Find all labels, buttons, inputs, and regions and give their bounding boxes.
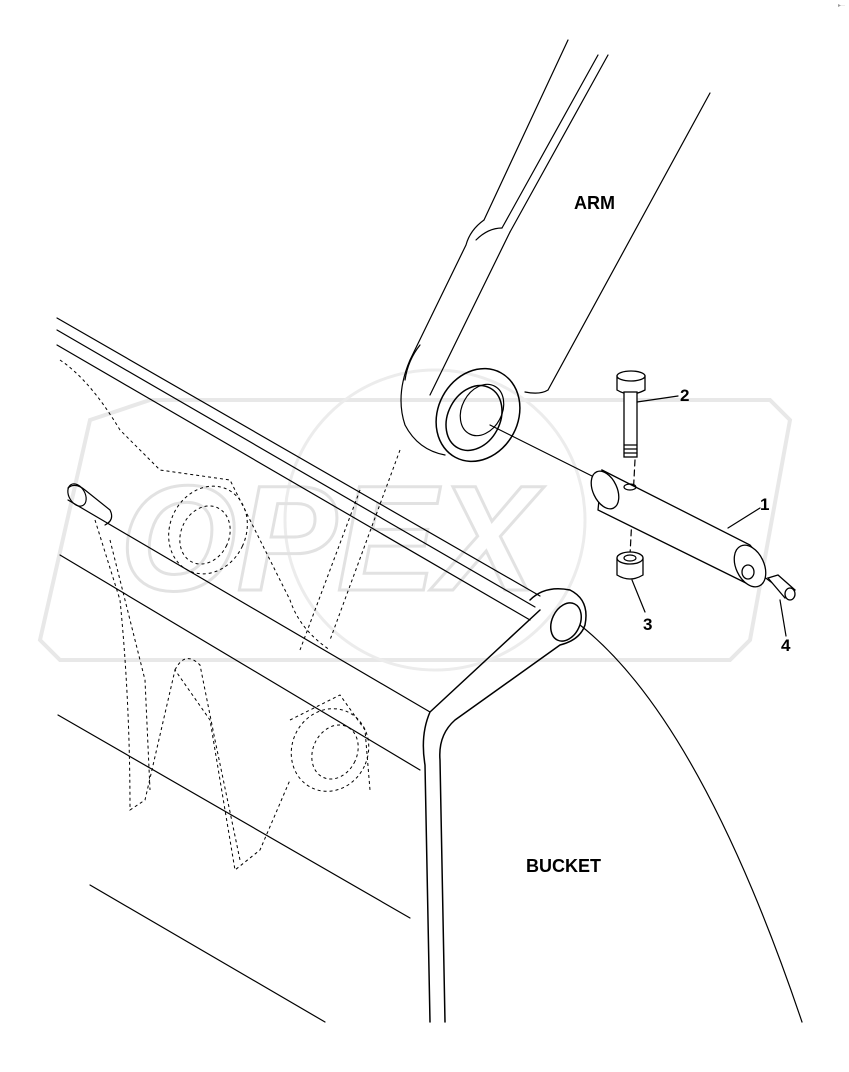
arm-label: ARM [574,193,615,213]
callout-4: 4 [781,636,791,655]
callout-3: 3 [643,615,652,634]
bolt-part [616,370,646,458]
grease-fitting-part [766,574,797,601]
hidden-lines [59,359,401,871]
watermark-text: OPEX [120,454,545,622]
callout-2: 2 [680,386,689,405]
corner-mark-icon: ▸·· [837,3,845,9]
bucket-outline [56,317,803,1023]
callout-1: 1 [760,495,769,514]
leader-lines [631,395,787,637]
watermark: OPEX [37,368,793,672]
pin-part [590,468,767,588]
bucket-label: BUCKET [526,856,601,876]
nut-part [616,551,644,580]
arm-outline [400,39,711,463]
